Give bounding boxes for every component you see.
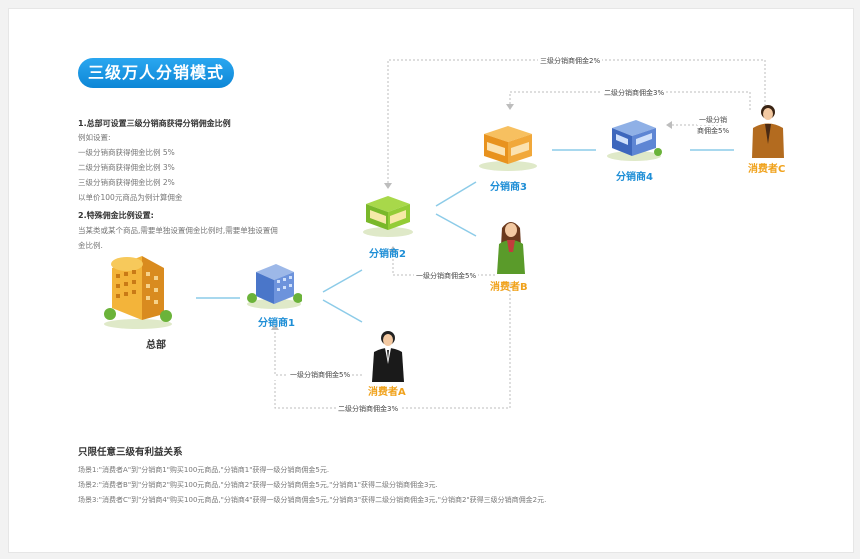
commission-bottom-label: 二级分销商佣金3%	[336, 404, 401, 414]
arrow-head	[271, 324, 279, 330]
commission-upper-label: 二级分销商佣金3%	[602, 88, 667, 98]
rule-line: 当某类或某个商品,需要单独设置佣金比例时,需要单独设置佣	[78, 226, 278, 235]
rule-line: 二级分销商获得佣金比例 3%	[78, 163, 175, 172]
node-label-cc: 消费者C	[748, 164, 786, 175]
link-d1-ca	[322, 299, 363, 323]
arrow-head	[506, 104, 514, 110]
scenario-line: 场景2:"消费者B"到"分销商2"购买100元商品,"分销商2"获得一级分销商佣…	[78, 481, 438, 489]
rule-line: 三级分销商获得佣金比例 2%	[78, 178, 175, 187]
route-top	[387, 59, 766, 183]
arrow-head	[384, 183, 392, 189]
route-a	[274, 330, 362, 376]
commission-c-label-2: 商佣金5%	[695, 126, 732, 136]
consumer-c-icon	[752, 105, 784, 158]
arrow-head	[389, 246, 397, 252]
distributor-3-icon	[479, 126, 537, 171]
scenario-line: 场景3:"消费者C"到"分销商4"购买100元商品,"分销商4"获得一级分销商佣…	[78, 496, 547, 504]
commission-a-label: 一级分销商佣金5%	[288, 370, 353, 380]
distributor-2-icon	[363, 196, 413, 237]
rule-line: 一级分销商获得佣金比例 5%	[78, 148, 175, 157]
rule-line: 金比例.	[78, 241, 103, 250]
consumer-b-icon	[497, 222, 525, 274]
distributor-1-icon	[247, 264, 302, 309]
node-label-d4: 分销商4	[616, 172, 653, 183]
rule-line: 以单价100元商品为例计算佣金	[78, 193, 183, 202]
node-label-d1: 分销商1	[258, 318, 295, 329]
arrow-head	[666, 121, 672, 129]
node-label-ca: 消费者A	[368, 387, 406, 398]
node-label-hq: 总部	[146, 340, 166, 351]
page-title: 三级万人分销模式	[78, 58, 234, 88]
node-label-cb: 消费者B	[490, 282, 528, 293]
link-d2-cb	[435, 213, 477, 237]
scenarios-heading: 只限任意三级有利益关系	[78, 447, 183, 458]
rule-line: 例如设置:	[78, 133, 111, 142]
commission-c-label-1: 一级分销	[697, 115, 729, 125]
node-label-d2: 分销商2	[369, 249, 406, 260]
link-d1-d2	[322, 269, 363, 293]
headquarters-icon	[104, 256, 172, 329]
rule-heading-1: 1.总部可设置三级分销商获得分销佣金比例	[78, 119, 231, 128]
consumer-a-icon	[372, 331, 404, 382]
node-label-d3: 分销商3	[490, 182, 527, 193]
link-d2-d3	[435, 181, 477, 207]
rule-heading-2: 2.特殊佣金比例设置:	[78, 211, 154, 220]
distributor-4-icon	[607, 120, 662, 161]
scenario-line: 场景1:"消费者A"到"分销商1"购买100元商品,"分销商1"获得一级分销商佣…	[78, 466, 330, 474]
commission-b-label: 一级分销商佣金5%	[414, 271, 479, 281]
commission-top-label: 三级分销商佣金2%	[538, 56, 603, 66]
